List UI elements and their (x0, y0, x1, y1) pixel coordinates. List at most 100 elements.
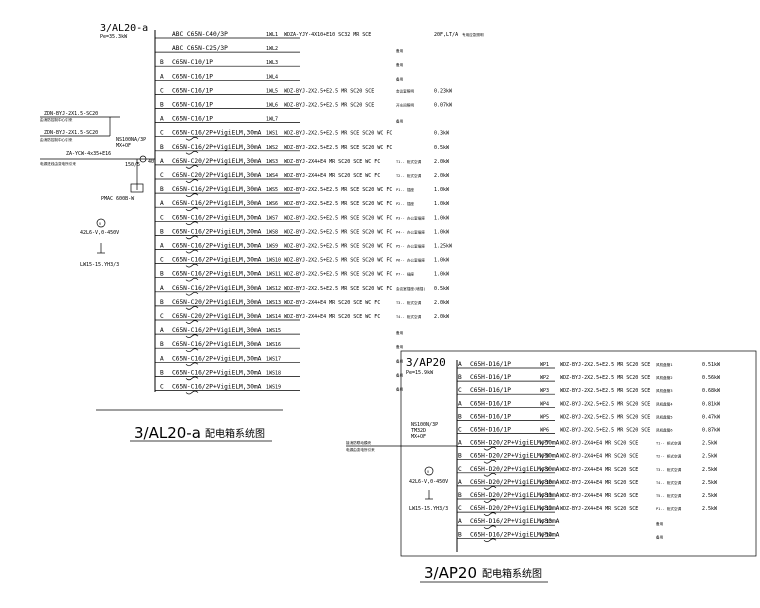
circuit-id: 1WS10 (266, 258, 281, 264)
load-name: T4-- 柜式空调 (656, 480, 682, 485)
circuit-id: 1WS3 (266, 159, 278, 165)
circuit-id: 1WS7 (266, 215, 278, 221)
breaker-label: ABC C65N-C40/3P (172, 31, 228, 38)
load-power: 2.5kW (702, 493, 718, 499)
breaker-label: C65H-D20/2P+VigiELM,30mA (470, 479, 560, 486)
phase-label: C (160, 214, 164, 221)
circuit-id: WP13 (540, 519, 552, 525)
rcd-icon (185, 235, 199, 240)
cable-spec: WDZ-BYJ-2X4+E4 MR SC20 SCE WC FC (284, 314, 380, 320)
breaker-label: C65N-C16/2P+VigiELM,30mA (172, 285, 262, 292)
load-name: 会议室照明 (396, 88, 414, 93)
phase-label: A (160, 327, 164, 334)
rcd-icon (185, 221, 199, 226)
al20-in-cable2: ZDN-BYJ-2X1.5-SC20 (44, 130, 98, 136)
circuit-id: WP14 (540, 532, 552, 538)
cable-spec: WDZ-BYJ-2X2.5+E2.5 MR SCE SC20 WC FC (284, 131, 392, 137)
cable-spec: WDZ-BYJ-2X4+E4 MR SC20 SCE (560, 454, 638, 460)
cable-spec: WDZ-BYJ-2X2.5+E2.5 MR SCE SC20 WC FC (284, 272, 392, 278)
load-power: 1.25kW (434, 244, 453, 250)
circuit-id: 1WS13 (266, 300, 281, 306)
ap20-title: 3/AP20 (406, 356, 446, 369)
phase-label: B (160, 299, 164, 306)
phase-label: A (160, 158, 164, 165)
circuit-id: 1WS9 (266, 244, 278, 250)
load-name: 备用 (656, 534, 664, 539)
breaker-label: C65H-D20/2P+VigiELM,30mA (470, 492, 560, 499)
load-power: 0.07kW (434, 103, 453, 109)
load-name: 备用 (396, 372, 404, 377)
breaker-label: C65H-D16/2P+VigiELM,30mA (470, 518, 560, 525)
load-name: P6-- 办公室插座 (396, 258, 425, 263)
circuit-id: WP5 (540, 414, 549, 420)
phase-label: B (160, 186, 164, 193)
breaker-label: C65N-C16/1P (172, 87, 213, 94)
load-name: P4-- 办公室插座 (396, 229, 425, 234)
load-power: 0.23kW (434, 88, 453, 94)
cable-spec: WDZ-BYJ-2X4+E4 MR SC20 SCE (560, 493, 638, 499)
load-name: T3-- 柜式空调 (396, 300, 422, 305)
rcd-icon (185, 320, 199, 324)
rcd-icon (483, 459, 497, 464)
breaker-label: C65N-C16/1P (172, 102, 213, 109)
load-name: 风机盘管2 (656, 375, 673, 380)
phase-label: C (160, 257, 164, 264)
load-name: T1-- 柜式空调 (396, 159, 422, 164)
phase-label: A (160, 73, 164, 80)
phase-label: B (458, 453, 462, 460)
breaker-label: C65N-C16/1P (172, 73, 213, 80)
load-name: 备用 (396, 76, 404, 81)
phase-label: C (458, 466, 462, 473)
ap20-panel: 3/AP20 Pe=15.9kW NS100N/3P TM32D MX+OF 接… (346, 350, 757, 583)
phase-label: C (458, 387, 462, 394)
phase-label: A (160, 200, 164, 207)
breaker-label: C65N-C16/2P+VigiELM,30mA (172, 228, 262, 235)
phase-label: B (160, 341, 164, 348)
breaker-label: C65H-D16/1P (470, 400, 511, 407)
ap20-note1: 接消防联动模块 (346, 440, 372, 445)
load-power: 20F,LT/A (434, 32, 458, 38)
phase-label: B (458, 531, 462, 538)
load-power: 0.81kW (702, 401, 721, 407)
circuit-id: 1WS5 (266, 187, 278, 193)
load-name: 风机盘管6 (656, 428, 673, 433)
circuit-id: WP11 (540, 493, 552, 499)
ap20-main-aux: MX+OF (411, 434, 426, 440)
circuit-id: 1WL4 (266, 74, 278, 80)
circuit-id: 1WS17 (266, 356, 281, 362)
rcd-icon (185, 390, 199, 395)
al20-voltmeter: 42L6-V,0-450V (80, 230, 119, 236)
load-name: 备用 (396, 387, 404, 392)
load-name: T1-- 柜式空调 (656, 441, 682, 446)
al20-main-switch: NS100NA/3P (116, 137, 146, 143)
cable-spec: WDZ-BYJ-2X2.5+E2.5 MR SC20 SCE (560, 362, 650, 368)
breaker-label: C65N-C16/2P+VigiELM,30mA (172, 243, 262, 250)
phase-label: C (458, 505, 462, 512)
breaker-label: C65H-D16/1P (470, 387, 511, 394)
ap20-voltmeter-icon (424, 466, 434, 476)
cable-spec: WDZ-BYJ-2X4+E4 MR SC20 SCE WC FC (284, 159, 380, 165)
breaker-label: C65N-C16/2P+VigiELM,30mA (172, 271, 262, 278)
rcd-icon (185, 136, 199, 141)
breaker-label: C65H-D20/2P+VigiELM,30mA (470, 453, 560, 460)
ct-icon (139, 155, 147, 163)
cable-spec: WDZ-BYJ-2X2.5+E2.5 MR SCE SC20 WC FC (284, 258, 392, 264)
breaker-label: C65N-C16/2P+VigiELM,30mA (172, 186, 262, 193)
al20-main-aux: MX+OF (116, 143, 131, 149)
rcd-icon (483, 499, 497, 503)
cable-spec: WDZ-BYJ-2X4+E4 MR SC20 SCE WC FC (284, 173, 380, 179)
circuit-id: WP10 (540, 480, 552, 486)
voltmeter-v: V (99, 222, 102, 226)
